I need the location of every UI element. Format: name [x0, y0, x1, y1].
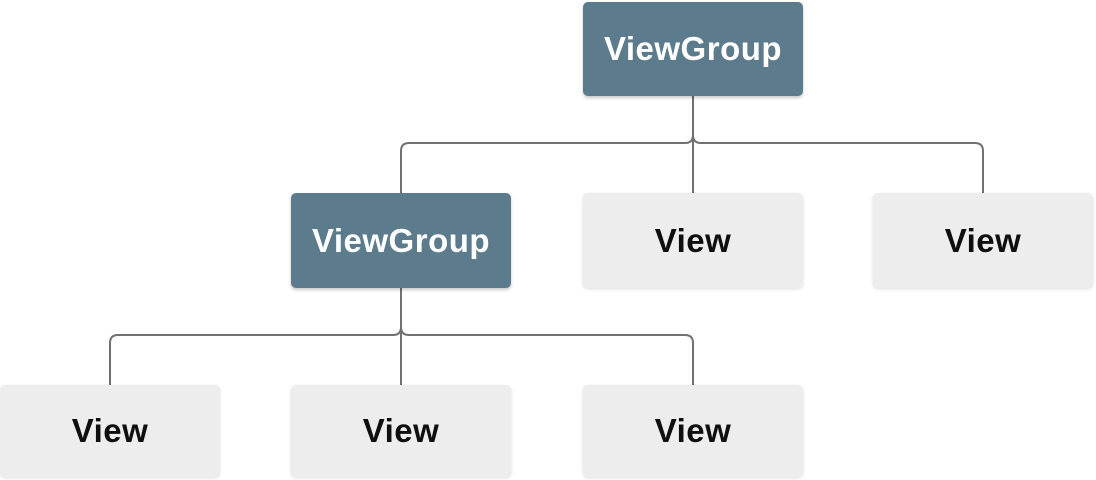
node-label: View — [71, 412, 149, 449]
node-view-child-1: View — [583, 193, 803, 288]
node-label: ViewGroup — [603, 30, 783, 67]
node-label: View — [944, 221, 1022, 259]
node-viewgroup-child: ViewGroup — [291, 193, 511, 288]
edge-child-viewgroup-to-leaf-view-3 — [400, 288, 694, 385]
edge-root-to-child-viewgroup — [400, 96, 694, 193]
node-view-leaf-3: View — [583, 385, 803, 477]
node-label: View — [362, 412, 440, 449]
edge-root-to-child-view-2 — [692, 96, 984, 193]
node-label: ViewGroup — [311, 221, 491, 259]
node-view-leaf-2: View — [291, 385, 511, 477]
node-view-child-2: View — [873, 193, 1093, 288]
node-label: View — [654, 221, 732, 259]
node-viewgroup-root: ViewGroup — [583, 2, 803, 96]
edge-child-viewgroup-to-leaf-view-1 — [109, 288, 402, 385]
node-view-leaf-1: View — [0, 385, 220, 477]
node-label: View — [654, 412, 732, 449]
